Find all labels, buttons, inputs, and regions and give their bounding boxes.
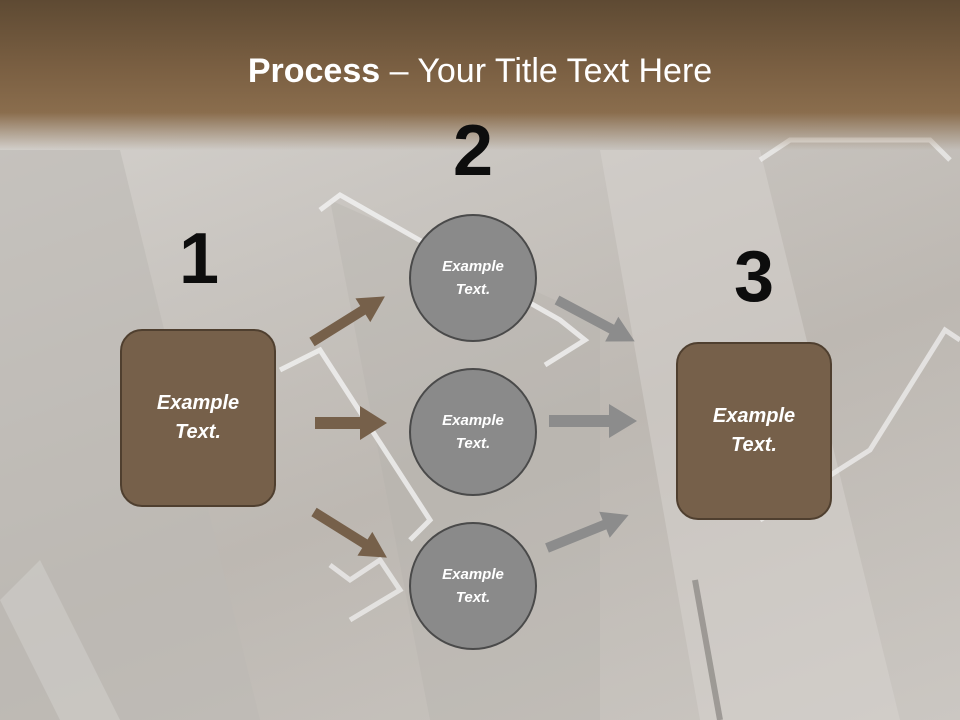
slide-title: Process – Your Title Text Here [0, 52, 960, 91]
circle-middle-text: Example Text. [442, 412, 504, 452]
step-number-3: 3 [733, 237, 775, 317]
step-number-1: 1 [178, 219, 220, 299]
arrow-bottom-to-3 [545, 511, 629, 553]
circle-bottom-text: Example Text. [442, 566, 504, 606]
step-1-text: Example Text. [156, 392, 240, 443]
step-3-box: Example Text. [676, 342, 832, 520]
arrow-1-to-middle [315, 406, 387, 440]
arrow-middle-to-3 [549, 404, 637, 438]
step-2-circle-bottom: Example Text. [409, 522, 537, 650]
arrow-top-to-3 [554, 295, 635, 342]
step-2-circle-top: Example Text. [409, 214, 537, 342]
circle-top-text: Example Text. [442, 258, 504, 298]
step-number-2: 2 [452, 111, 494, 191]
step-3-text: Example Text. [712, 405, 796, 456]
arrow-1-to-top [309, 296, 385, 347]
title-bold: Process [247, 52, 381, 90]
arrow-1-to-bottom [311, 507, 387, 558]
title-bar [0, 0, 960, 150]
step-1-box: Example Text. [120, 329, 276, 507]
step-2-circle-middle: Example Text. [409, 368, 537, 496]
title-rest: – Your Title Text Here [380, 52, 713, 90]
